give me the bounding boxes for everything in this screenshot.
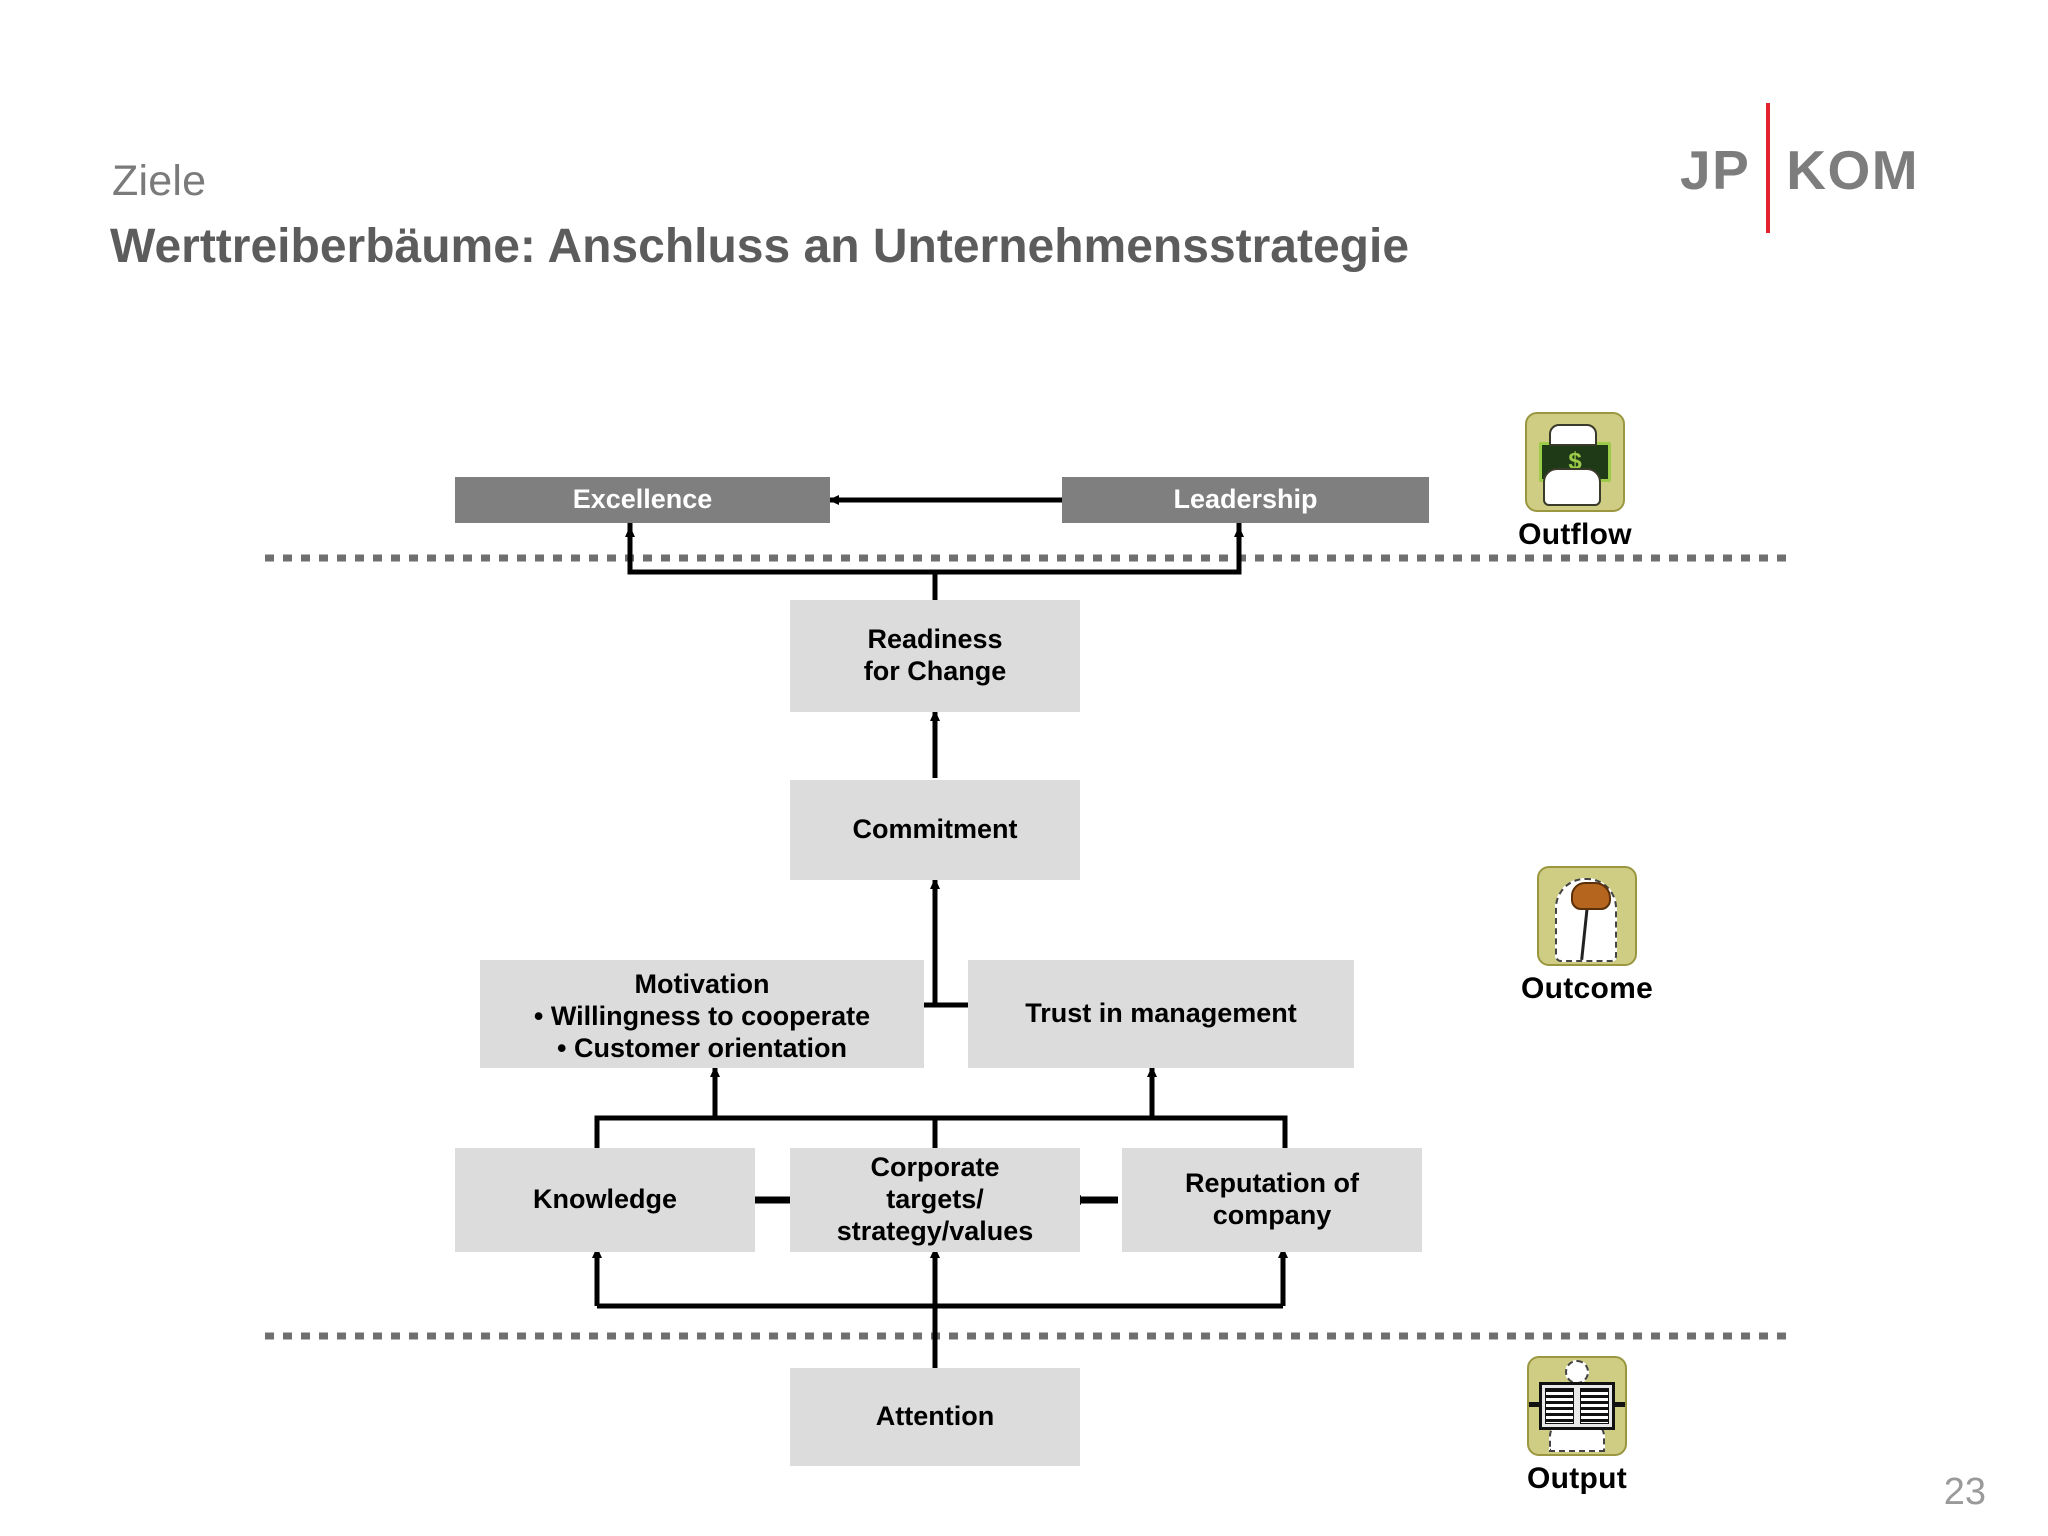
node-motivation[interactable]: Motivation • Willingness to cooperate • …: [480, 960, 924, 1068]
bullet-glyph: •: [533, 1000, 544, 1031]
page-title: Werttreiberbäume: Anschluss an Unternehm…: [110, 220, 1410, 273]
brain-shape: [1571, 882, 1611, 910]
node-trust-label: Trust in management: [1025, 998, 1297, 1029]
node-commitment[interactable]: Commitment: [790, 780, 1080, 880]
legend-output: Output: [1482, 1356, 1672, 1496]
page-number: 23: [1943, 1471, 1986, 1513]
node-reputation-of-company[interactable]: Reputation of company: [1122, 1148, 1422, 1252]
node-motivation-bullet-1: • Willingness to cooperate: [480, 1001, 924, 1033]
node-commitment-label: Commitment: [852, 814, 1018, 845]
node-corporate-line1: Corporate: [870, 1152, 1000, 1183]
node-motivation-text: Motivation • Willingness to cooperate • …: [480, 969, 924, 1065]
node-readiness-line2: for Change: [863, 656, 1007, 686]
node-reputation-line1: Reputation of: [1185, 1168, 1359, 1199]
legend-outflow-label: Outflow: [1518, 518, 1632, 551]
node-motivation-bullet-2-text: Customer orientation: [573, 1032, 847, 1063]
node-attention[interactable]: Attention: [790, 1368, 1080, 1466]
node-leadership[interactable]: Leadership: [1062, 477, 1429, 523]
newspaper-page-left: [1545, 1388, 1574, 1424]
node-excellence-label: Excellence: [572, 484, 713, 515]
hand-fingers-shape: [1549, 424, 1597, 446]
logo-red-divider: [1766, 103, 1771, 233]
node-motivation-title: Motivation: [634, 969, 770, 999]
money-in-hand-icon: [1525, 412, 1625, 512]
newspaper-page-right: [1580, 1388, 1609, 1424]
slide-kicker: Ziele: [112, 157, 207, 205]
bracket-row4-top: [594, 1115, 1288, 1165]
node-motivation-bullet-1-text: Willingness to cooperate: [550, 1000, 871, 1031]
node-leadership-label: Leadership: [1173, 484, 1318, 515]
node-readiness-line1: Readiness: [867, 624, 1003, 655]
hand-palm-shape: [1543, 468, 1601, 506]
legend-outcome-label: Outcome: [1520, 972, 1654, 1005]
node-trust-in-management[interactable]: Trust in management: [968, 960, 1354, 1068]
logo-text-kom: KOM: [1786, 138, 1920, 201]
bullet-glyph: •: [557, 1032, 567, 1063]
reader-head-shape: [1565, 1360, 1589, 1384]
node-reputation-line2: company: [1212, 1200, 1332, 1230]
node-corporate-line2: targets/: [886, 1184, 984, 1215]
reader-arm-right-shape: [1613, 1402, 1625, 1407]
node-readiness-text: Readiness for Change: [790, 624, 1080, 688]
connector-readiness-to-top-row: [627, 522, 1242, 575]
node-corporate-text: Corporate targets/ strategy/values: [790, 1152, 1080, 1248]
node-excellence[interactable]: Excellence: [455, 477, 830, 523]
node-attention-label: Attention: [875, 1401, 995, 1432]
node-corporate-line3: strategy/values: [836, 1215, 1034, 1246]
logo-text-jp: JP: [1680, 138, 1751, 201]
node-reputation-text: Reputation of company: [1122, 1168, 1422, 1232]
reader-arm-left-shape: [1529, 1402, 1541, 1407]
jpkom-logo: JP KOM: [1680, 103, 1920, 233]
node-knowledge-label: Knowledge: [532, 1184, 677, 1215]
node-knowledge[interactable]: Knowledge: [455, 1148, 755, 1252]
legend-output-label: Output: [1526, 1462, 1628, 1495]
legend-outcome: Outcome: [1492, 866, 1682, 1006]
head-brain-icon: [1537, 866, 1637, 966]
node-motivation-bullet-2: • Customer orientation: [480, 1033, 924, 1065]
person-reading-newspaper-icon: [1527, 1356, 1627, 1456]
legend-outflow: Outflow: [1480, 412, 1670, 552]
node-readiness-for-change[interactable]: Readiness for Change: [790, 600, 1080, 712]
node-corporate-targets[interactable]: Corporate targets/ strategy/values: [790, 1148, 1080, 1252]
newspaper-shape: [1539, 1382, 1615, 1430]
